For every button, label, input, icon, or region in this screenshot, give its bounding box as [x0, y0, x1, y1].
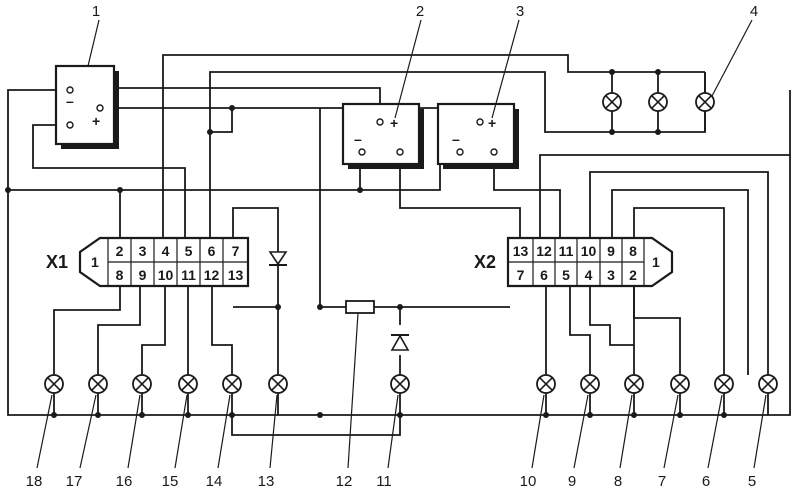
x1-top-pin-6: 6 [208, 243, 216, 259]
x2-top-pin-11: 11 [559, 243, 574, 259]
x2-top-pin-8: 8 [629, 243, 637, 259]
callout-1: 1 [92, 3, 100, 20]
x1-pin-side: 1 [91, 254, 99, 270]
callout-3: 3 [516, 3, 524, 20]
connector-x2-label: X2 [474, 252, 496, 272]
x1-top-pin-5: 5 [185, 243, 193, 259]
callout-14: 14 [206, 473, 223, 490]
lamp-icon [670, 374, 690, 394]
lamp-icon [758, 374, 778, 394]
diode-11 [390, 325, 410, 355]
x2-top-pin-13: 13 [513, 243, 529, 259]
connector-x1-label: X1 [46, 252, 68, 272]
callout-leader-3 [491, 19, 520, 119]
callout-9: 9 [568, 473, 576, 490]
callout-17: 17 [66, 473, 83, 490]
lamp-icon [88, 374, 108, 394]
x2-top-pin-9: 9 [607, 243, 615, 259]
lamp-icon [624, 374, 644, 394]
lamp-icon [390, 374, 410, 394]
lamp-icon [536, 374, 556, 394]
junction-dots [5, 69, 727, 418]
callout-leader-16 [127, 394, 141, 469]
relay-3-minus-sign: – [452, 131, 460, 147]
callout-leader-4 [711, 19, 753, 97]
battery-minus-sign: – [66, 93, 74, 109]
callout-12: 12 [336, 473, 353, 490]
callout-5: 5 [748, 473, 756, 490]
lamp-icon [580, 374, 600, 394]
callout-leader-6 [707, 394, 723, 469]
callout-leader-7 [663, 394, 679, 469]
lamp-icon [178, 374, 198, 394]
x1-top-pin-4: 4 [162, 243, 170, 259]
x2-top-pin-10: 10 [581, 243, 597, 259]
callout-2: 2 [416, 3, 424, 20]
callout-leader-18 [36, 394, 53, 469]
callout-leader-9 [573, 394, 589, 469]
relay-3-plus-sign: + [488, 115, 496, 131]
relay-2-minus-sign: – [354, 131, 362, 147]
callout-10: 10 [520, 473, 537, 490]
callout-leader-10 [531, 394, 545, 469]
x1-bottom-pin-9: 9 [139, 267, 147, 283]
x2-bottom-pin-4: 4 [585, 267, 593, 283]
x1-top-pin-3: 3 [139, 243, 147, 259]
x2-bottom-pin-7: 7 [517, 267, 525, 283]
x2-bottom-pin-3: 3 [607, 267, 615, 283]
callout-leader-2 [394, 19, 422, 119]
callout-leader-11 [387, 394, 399, 469]
lamp-icon [695, 92, 715, 112]
callout-13: 13 [258, 473, 275, 490]
lamp-icon [648, 92, 668, 112]
callout-leader-8 [619, 394, 633, 469]
callout-8: 8 [614, 473, 622, 490]
lamp-icon [222, 374, 242, 394]
callout-7: 7 [658, 473, 666, 490]
x1-bottom-pin-11: 11 [181, 267, 196, 283]
callout-leader-13 [269, 394, 278, 469]
x2-pin-side: 1 [652, 254, 660, 270]
x2-bottom-pin-5: 5 [562, 267, 570, 283]
x2-bottom-pin-2: 2 [629, 267, 637, 283]
callout-16: 16 [116, 473, 133, 490]
callout-leader-15 [174, 394, 188, 469]
x1-bottom-pin-13: 13 [228, 267, 244, 283]
x1-bottom-pin-12: 12 [204, 267, 220, 283]
relay-3: + – [436, 102, 519, 169]
callout-18: 18 [26, 473, 43, 490]
relay-2-plus-sign: + [390, 115, 398, 131]
relay-2: + – [341, 102, 424, 169]
lamp-icon [714, 374, 734, 394]
callout-11: 11 [376, 473, 392, 490]
diode-x1-branch [268, 251, 288, 266]
x2-top-pin-12: 12 [536, 243, 552, 259]
callout-leader-12 [347, 312, 359, 469]
callout-4: 4 [750, 3, 758, 20]
x2-bottom-pin-6: 6 [540, 267, 548, 283]
lamp-icon [268, 374, 288, 394]
resistor-12 [345, 300, 375, 314]
callout-leader-17 [79, 394, 97, 469]
lamp-icon [602, 92, 622, 112]
x1-top-pin-2: 2 [116, 243, 124, 259]
callout-15: 15 [162, 473, 179, 490]
battery: – + [54, 64, 119, 149]
lamps [44, 92, 778, 394]
lamp-icon [44, 374, 64, 394]
x1-top-pin-7: 7 [232, 243, 240, 259]
callout-leader-1 [87, 19, 100, 67]
callout-6: 6 [702, 473, 710, 490]
callout-leader-5 [753, 394, 767, 469]
callout-leader-14 [217, 394, 231, 469]
x1-bottom-pin-8: 8 [116, 267, 124, 283]
battery-plus-sign: + [92, 113, 100, 129]
x1-bottom-pin-10: 10 [158, 267, 174, 283]
lamp-icon [132, 374, 152, 394]
